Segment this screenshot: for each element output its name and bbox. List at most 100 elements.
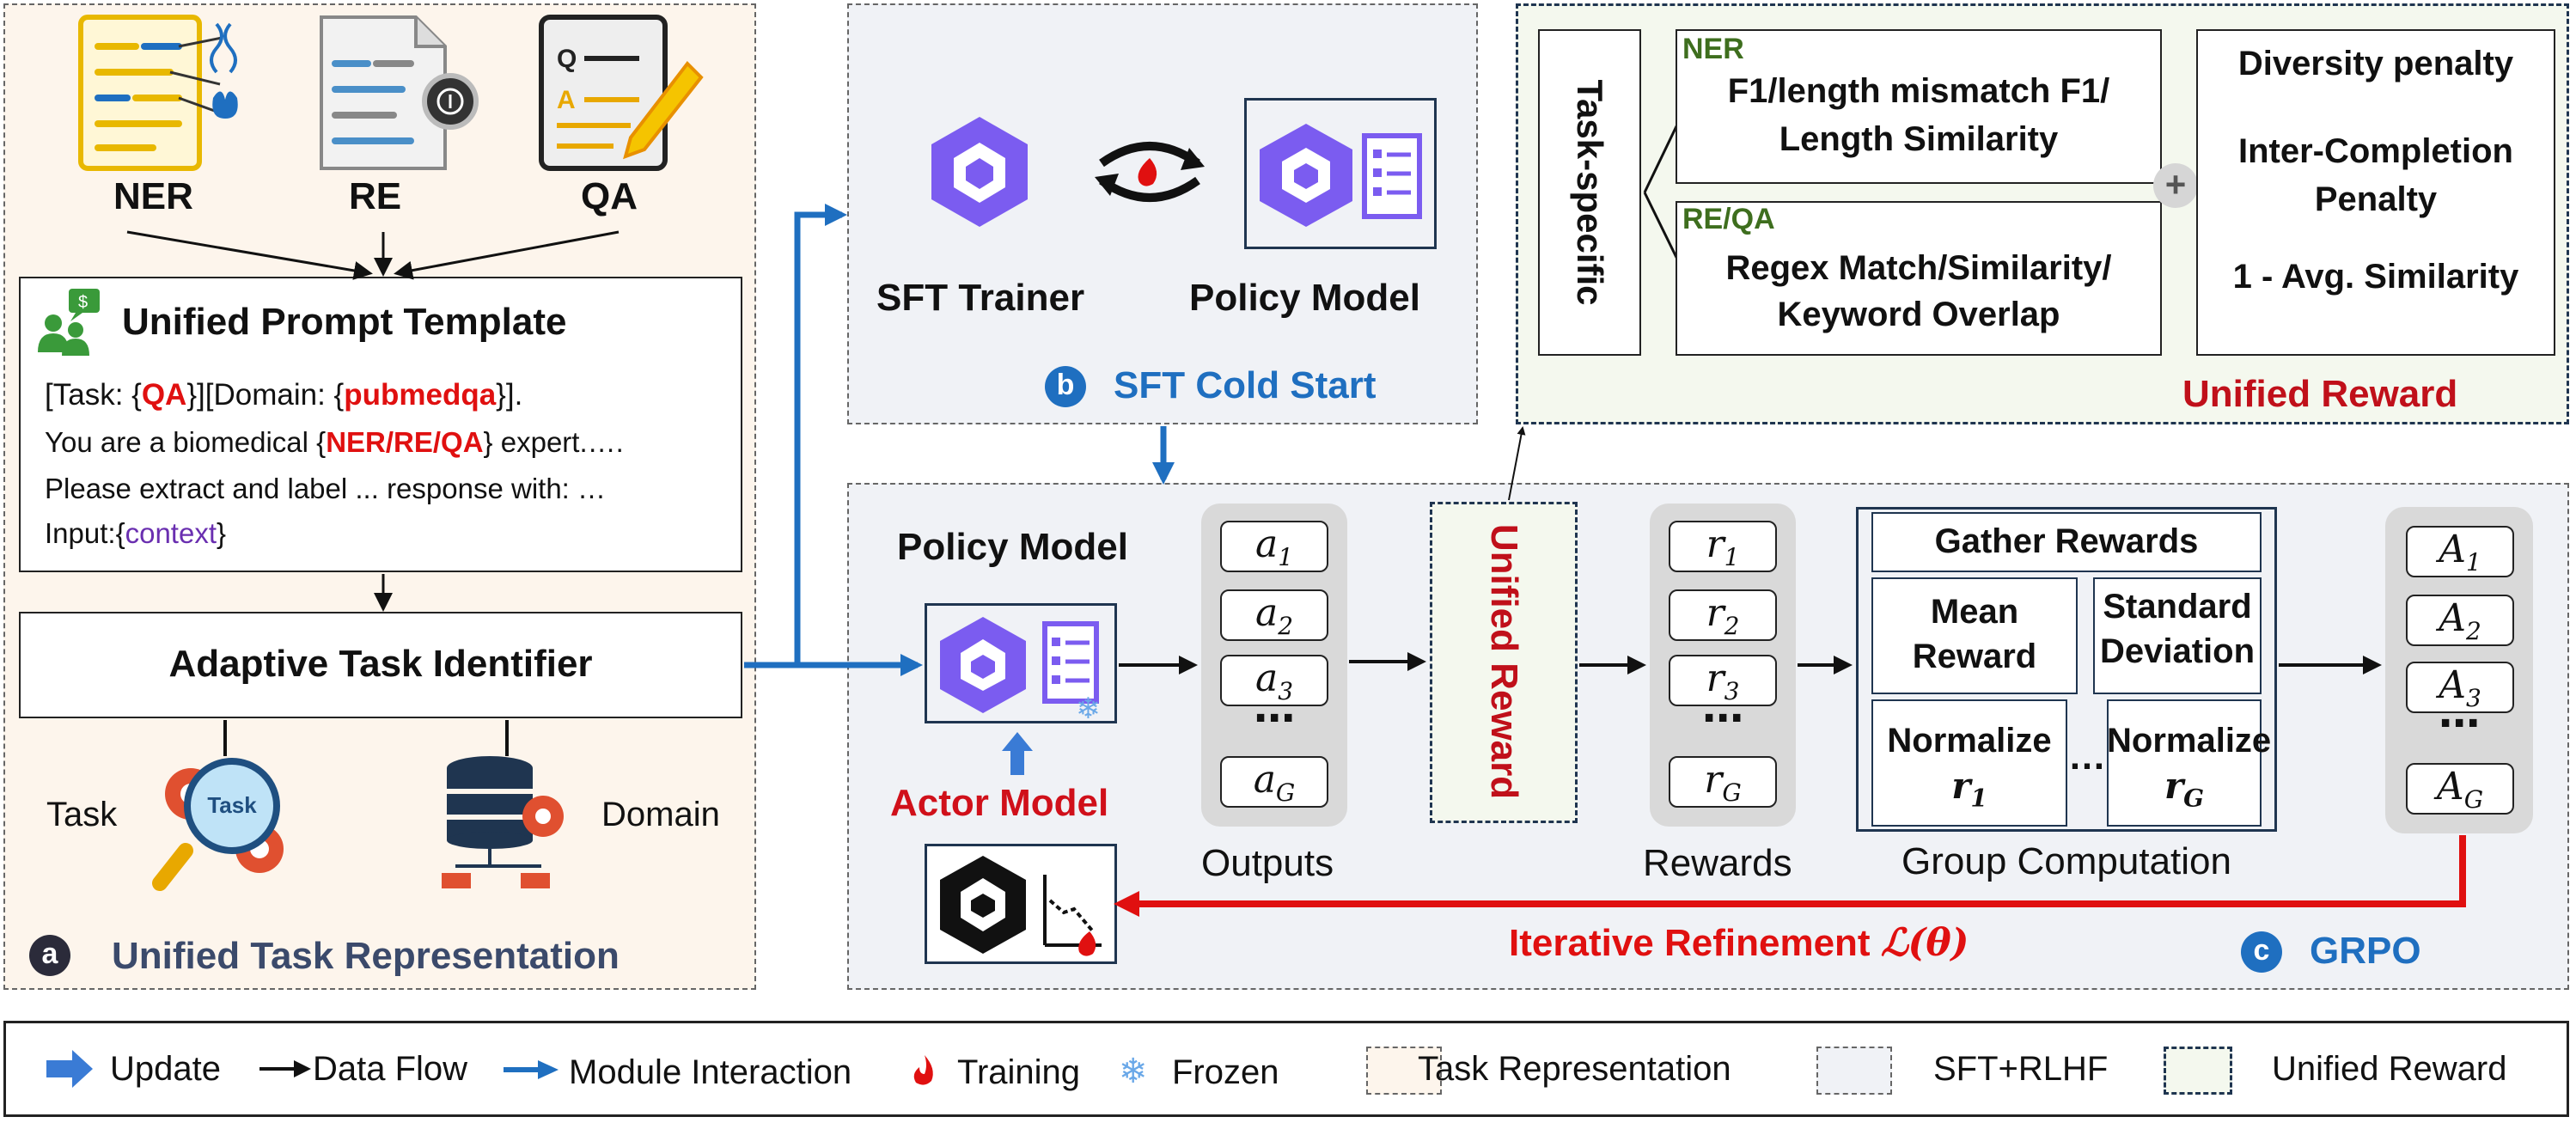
actor-update-arrow [1002,732,1033,775]
output-a1-base: a [1254,522,1279,566]
reward-r1: r1 [1669,521,1777,572]
gather-rewards-box [1871,512,2262,572]
ner-reward-text-1: F1/length mismatch F1/ [1727,72,2110,110]
sft-trainer-label: SFT Trainer [876,277,1085,319]
panel-b-caption: SFT Cold Start [1114,364,1377,406]
outputs-dots: ⋯ [1254,696,1295,742]
mean-reward-label-2: Reward [1912,638,2037,675]
advantage-a2-base: A [2439,596,2466,640]
unified-prompt-template [19,277,742,572]
qa-document-icon: Q A [539,15,704,171]
sft-trainer-icon [931,117,1028,227]
svg-text:A: A [557,86,576,114]
actor-model-label: Actor Model [890,782,1109,824]
task-magnifier-icon [152,758,284,891]
template-line-1: [Task: {QA}][Domain: {pubmedqa}]. [45,378,522,412]
iterative-refinement-label: Iterative Refinement ℒ(θ) [1509,921,1969,965]
advantage-a3: A3 [2406,662,2514,713]
legend-unified-swatch [2164,1047,2232,1095]
diversity-penalty-label: Diversity penalty [2237,45,2514,82]
ner-document-icon [78,15,238,171]
normalize-rg-label: Normalize [2107,722,2272,760]
rewards-label: Rewards [1643,842,1792,884]
legend-update-label: Update [110,1050,221,1088]
output-ag-base: a [1253,758,1276,802]
output-a2: a2 [1220,589,1328,641]
legend-data-flow-icon [259,1060,311,1077]
legend-training-label: Training [957,1053,1081,1091]
reward-r1-sub: 1 [1724,542,1740,571]
reward-r3: r3 [1669,655,1777,706]
reward-plus-icon: + [2153,163,2198,208]
identifier-title: Adaptive Task Identifier [168,643,593,685]
normalize-r1-box [1871,699,2067,827]
svg-text:$: $ [78,293,88,312]
legend-task-rep-swatch [1366,1047,1442,1095]
task-label-re: RE [349,175,402,217]
re-document-icon [320,15,479,170]
template-task-list: NER/RE/QA [326,426,484,458]
advantage-ag-sub: G [2463,784,2484,814]
reward-r2-base: r [1706,591,1724,635]
reqa-reward-text-2: Keyword Overlap [1777,296,2060,333]
reward-rg: rG [1669,756,1777,808]
legend-module-label: Module Interaction [569,1053,852,1091]
reward-r2: r2 [1669,589,1777,641]
inter-completion-label-1: Inter-Completion [2238,132,2513,170]
policy-model-label-b: Policy Model [1189,277,1420,319]
advantage-a3-sub: 3 [2465,683,2481,712]
output-a2-base: a [1254,591,1279,635]
panel-a-caption: Unified Task Representation [112,935,620,977]
template-line-1-c: }][Domain: { [186,378,345,412]
task-specific-box [1538,29,1641,356]
outputs-label: Outputs [1201,842,1334,884]
panel-c-caption: GRPO [2310,930,2421,972]
output-a2-sub: 2 [1278,611,1294,640]
svg-text:❄: ❄ [1076,692,1101,720]
template-title: Unified Prompt Template [122,301,567,343]
inter-completion-label-2: Penalty [2314,180,2438,218]
legend-sft-swatch [1816,1047,1892,1095]
advantage-a2-sub: 2 [2465,616,2481,645]
template-line-4: Input:{context} [45,517,226,550]
advantage-a2: A2 [2406,595,2514,646]
expert-chat-icon: $ [38,289,100,356]
reqa-reward-tag: RE/QA [1682,203,1775,235]
output-a3: a3 [1220,655,1328,706]
domain-caption: Domain [601,796,720,833]
reward-r3-sub: 3 [1724,676,1740,705]
legend [3,1021,2569,1117]
unified-reward-box-c [1430,502,1578,823]
legend-frozen-label: Frozen [1172,1053,1279,1091]
policy-model-icon-b [1260,124,1422,227]
template-task-qa: QA [141,378,187,412]
advantage-ag: AG [2406,763,2514,815]
normalize-r1-var: r1 [1871,765,2067,812]
normalize-r1-label: Normalize [1887,722,2052,760]
advantage-ag-base: A [2436,765,2464,809]
rewards-dots: ⋯ [1702,696,1743,742]
reqa-reward-box [1676,201,2162,356]
template-line-4-c: } [217,517,227,549]
std-dev-label-1: Standard [2103,588,2252,626]
diversity-penalty-box [2196,29,2555,356]
normalize-ellipsis: … [2068,735,2106,778]
domain-database-icon [442,756,564,888]
legend-sft-label: SFT+RLHF [1933,1050,2109,1088]
std-dev-label-2: Deviation [2099,632,2256,670]
advantage-a1: A1 [2406,526,2514,577]
svg-text:Q: Q [557,45,577,73]
legend-frozen-icon: ❄ [1119,1053,1148,1090]
panel-a-badge: a [29,935,70,976]
normalize-rg-var-sub: G [2183,784,2205,813]
output-ag-sub: G [1275,778,1296,807]
ner-reward-box [1676,29,2162,184]
gather-rewards-label: Gather Rewards [1934,522,2199,560]
training-cycle-icon [1095,142,1205,202]
policy-model-label-c: Policy Model [897,526,1128,568]
advantage-a1-base: A [2439,528,2466,571]
reward-r2-sub: 2 [1724,611,1740,640]
task-icon-text: Task [207,792,257,818]
template-line-1-a: [Task: { [45,378,142,412]
